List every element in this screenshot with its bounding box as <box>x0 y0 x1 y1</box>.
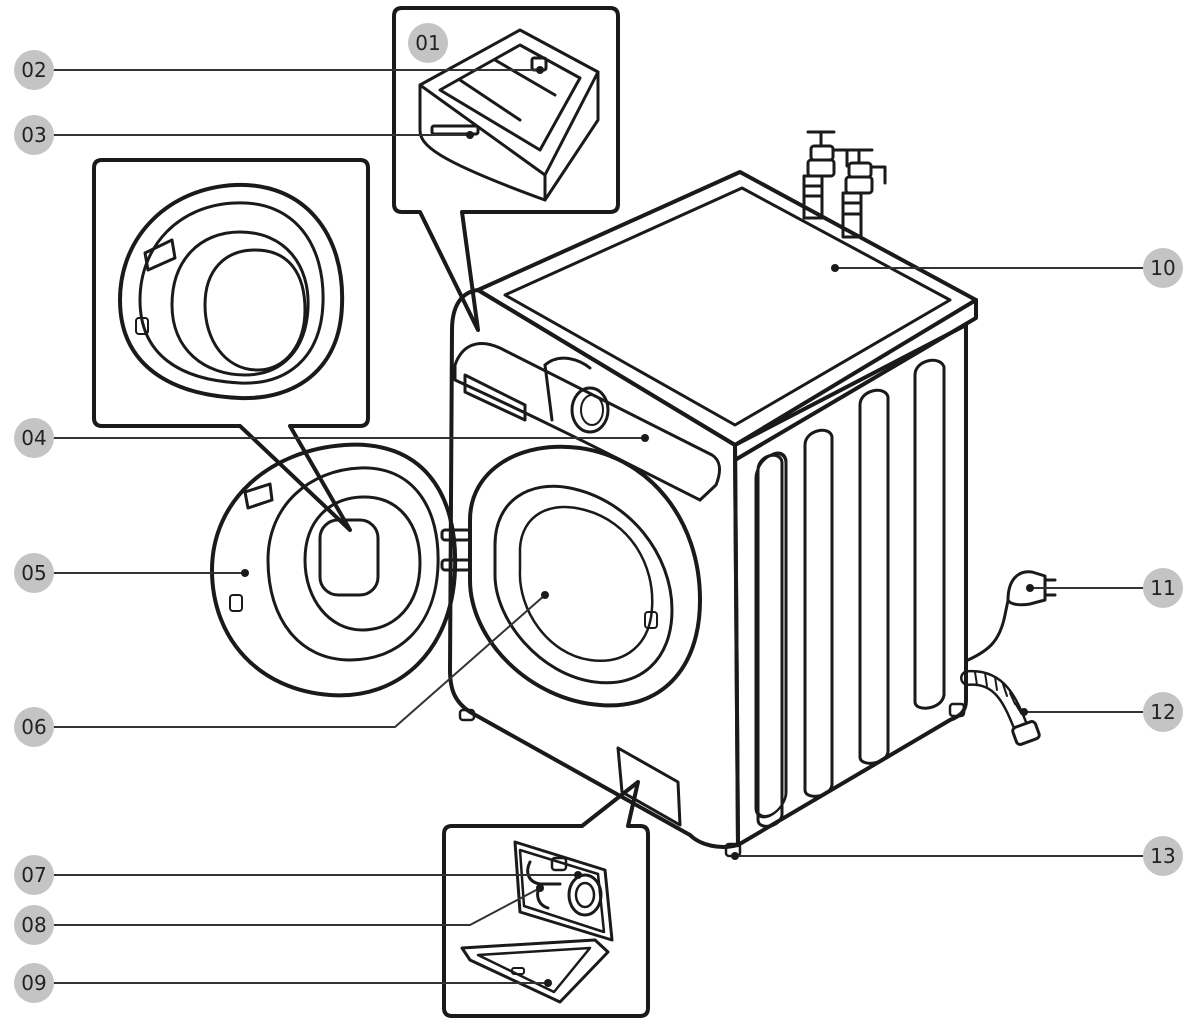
inset-door-detail <box>92 158 370 532</box>
filter-icon <box>460 840 614 1004</box>
callout-03: 03 <box>14 115 54 155</box>
washing-machine-illustration <box>210 130 1057 858</box>
door-hinge-icon <box>440 518 472 582</box>
callout-08: 08 <box>14 905 54 945</box>
svg-text:05: 05 <box>21 561 46 585</box>
callout-05: 05 <box>14 553 54 593</box>
callout-10: 10 <box>1143 248 1183 288</box>
callout-13: 13 <box>1143 836 1183 876</box>
svg-text:03: 03 <box>21 123 46 147</box>
callout-12: 12 <box>1143 692 1183 732</box>
svg-text:13: 13 <box>1150 844 1175 868</box>
svg-text:04: 04 <box>21 426 46 450</box>
detergent-drawer-icon <box>418 28 600 202</box>
svg-text:12: 12 <box>1150 700 1175 724</box>
door-seal-icon <box>118 182 345 401</box>
inset-filter-detail <box>442 780 650 1018</box>
callout-04: 04 <box>14 418 54 458</box>
svg-text:09: 09 <box>21 971 46 995</box>
callout-leaders <box>52 69 1143 984</box>
svg-text:10: 10 <box>1150 256 1175 280</box>
svg-text:08: 08 <box>21 913 46 937</box>
inset-detergent-drawer <box>392 6 620 332</box>
callout-endpoints <box>241 66 1034 987</box>
callout-11: 11 <box>1143 568 1183 608</box>
callout-02: 02 <box>14 50 54 90</box>
callout-01: 01 <box>408 23 448 63</box>
water-tap-icon <box>802 130 849 220</box>
svg-text:02: 02 <box>21 58 46 82</box>
power-plug-icon <box>966 570 1057 662</box>
water-tap-icon <box>841 148 887 239</box>
drain-hose-icon <box>960 669 1041 746</box>
callout-09: 09 <box>14 963 54 1003</box>
svg-text:06: 06 <box>21 715 46 739</box>
svg-text:01: 01 <box>415 31 440 55</box>
svg-text:11: 11 <box>1150 576 1175 600</box>
callout-07: 07 <box>14 855 54 895</box>
callout-06: 06 <box>14 707 54 747</box>
svg-text:07: 07 <box>21 863 46 887</box>
